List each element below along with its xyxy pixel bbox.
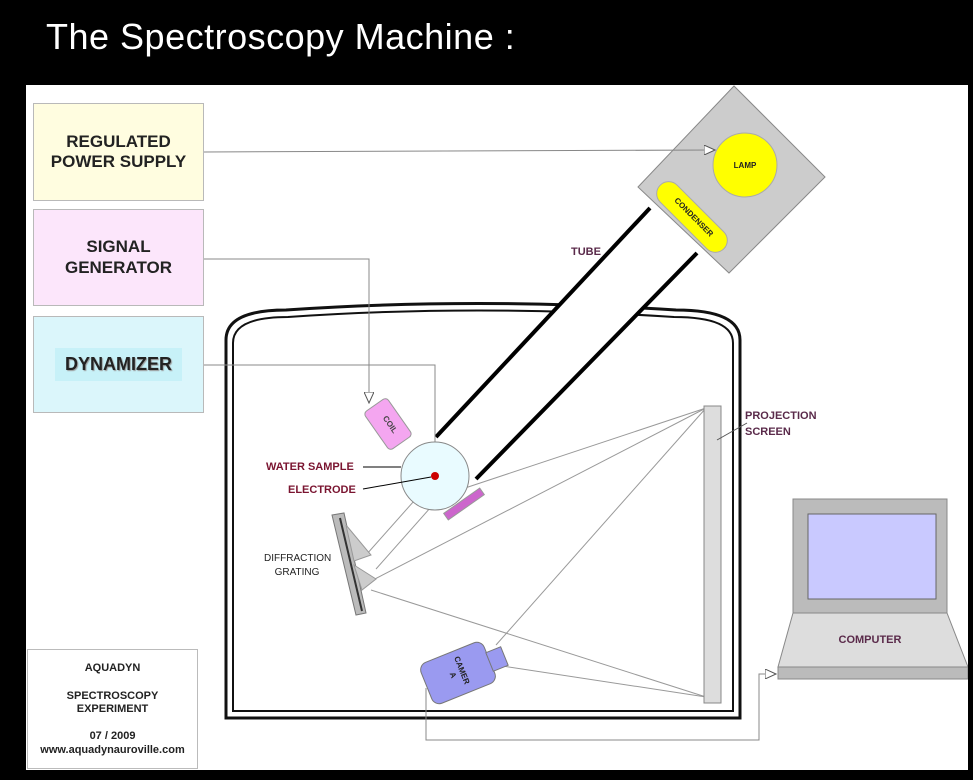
dynamizer-connector — [203, 364, 435, 467]
dynamizer-label: DYNAMIZER — [55, 347, 182, 382]
power-supply-box: REGULATED POWER SUPPLY — [33, 103, 204, 201]
dynamizer-box: DYNAMIZER — [33, 316, 204, 413]
power-supply-label-line2: POWER SUPPLY — [50, 152, 187, 171]
electrode-label: ELECTRODE — [288, 484, 356, 496]
camera-lens — [485, 646, 509, 672]
signal-generator-label-line2: GENERATOR — [64, 257, 173, 277]
lamp — [712, 132, 778, 198]
power-connector — [202, 150, 715, 152]
tube-label: TUBE — [571, 246, 601, 258]
page-title: The Spectroscopy Machine : — [46, 16, 516, 57]
info-website: www.aquadynauroville.com — [40, 744, 185, 756]
condenser — [656, 181, 728, 253]
enclosure-outer — [224, 302, 742, 720]
info-box: AQUADYN SPECTROSCOPY EXPERIMENT 07 / 200… — [27, 649, 198, 769]
electrode — [431, 472, 439, 480]
projection-screen-label: PROJECTION SCREEN — [745, 410, 820, 438]
camera-cable — [425, 674, 776, 741]
info-experiment-line1: SPECTROSCOPY — [66, 690, 159, 702]
monitor-screen — [807, 513, 937, 600]
info-experiment-line2: EXPERIMENT — [76, 703, 149, 715]
info-date: 07 / 2009 — [89, 730, 136, 742]
diagram-drawing: LAMP CONDENSER TUBE COIL WATER SAMPLE EL… — [202, 85, 968, 741]
laptop-base — [777, 612, 968, 668]
signal-generator-label-line1: SIGNAL — [86, 237, 151, 257]
info-name: AQUADYN — [84, 662, 141, 674]
projection-screen — [703, 405, 722, 704]
laptop-front — [777, 666, 968, 680]
water-sample-label: WATER SAMPLE — [266, 461, 354, 473]
diffraction-grating-label: DIFFRACTION GRATING — [264, 553, 334, 578]
signal-connector — [203, 258, 369, 403]
power-supply-label-line1: REGULATED — [66, 131, 171, 151]
enclosure-inner — [232, 309, 734, 712]
lamp-label: LAMP — [734, 161, 757, 170]
signal-generator-box: SIGNAL GENERATOR — [33, 209, 204, 306]
filter — [442, 487, 486, 521]
computer-label: COMPUTER — [839, 634, 902, 646]
diagram-canvas: LAMP CONDENSER TUBE COIL WATER SAMPLE EL… — [26, 85, 968, 770]
tube — [436, 208, 697, 479]
coil — [364, 398, 412, 450]
